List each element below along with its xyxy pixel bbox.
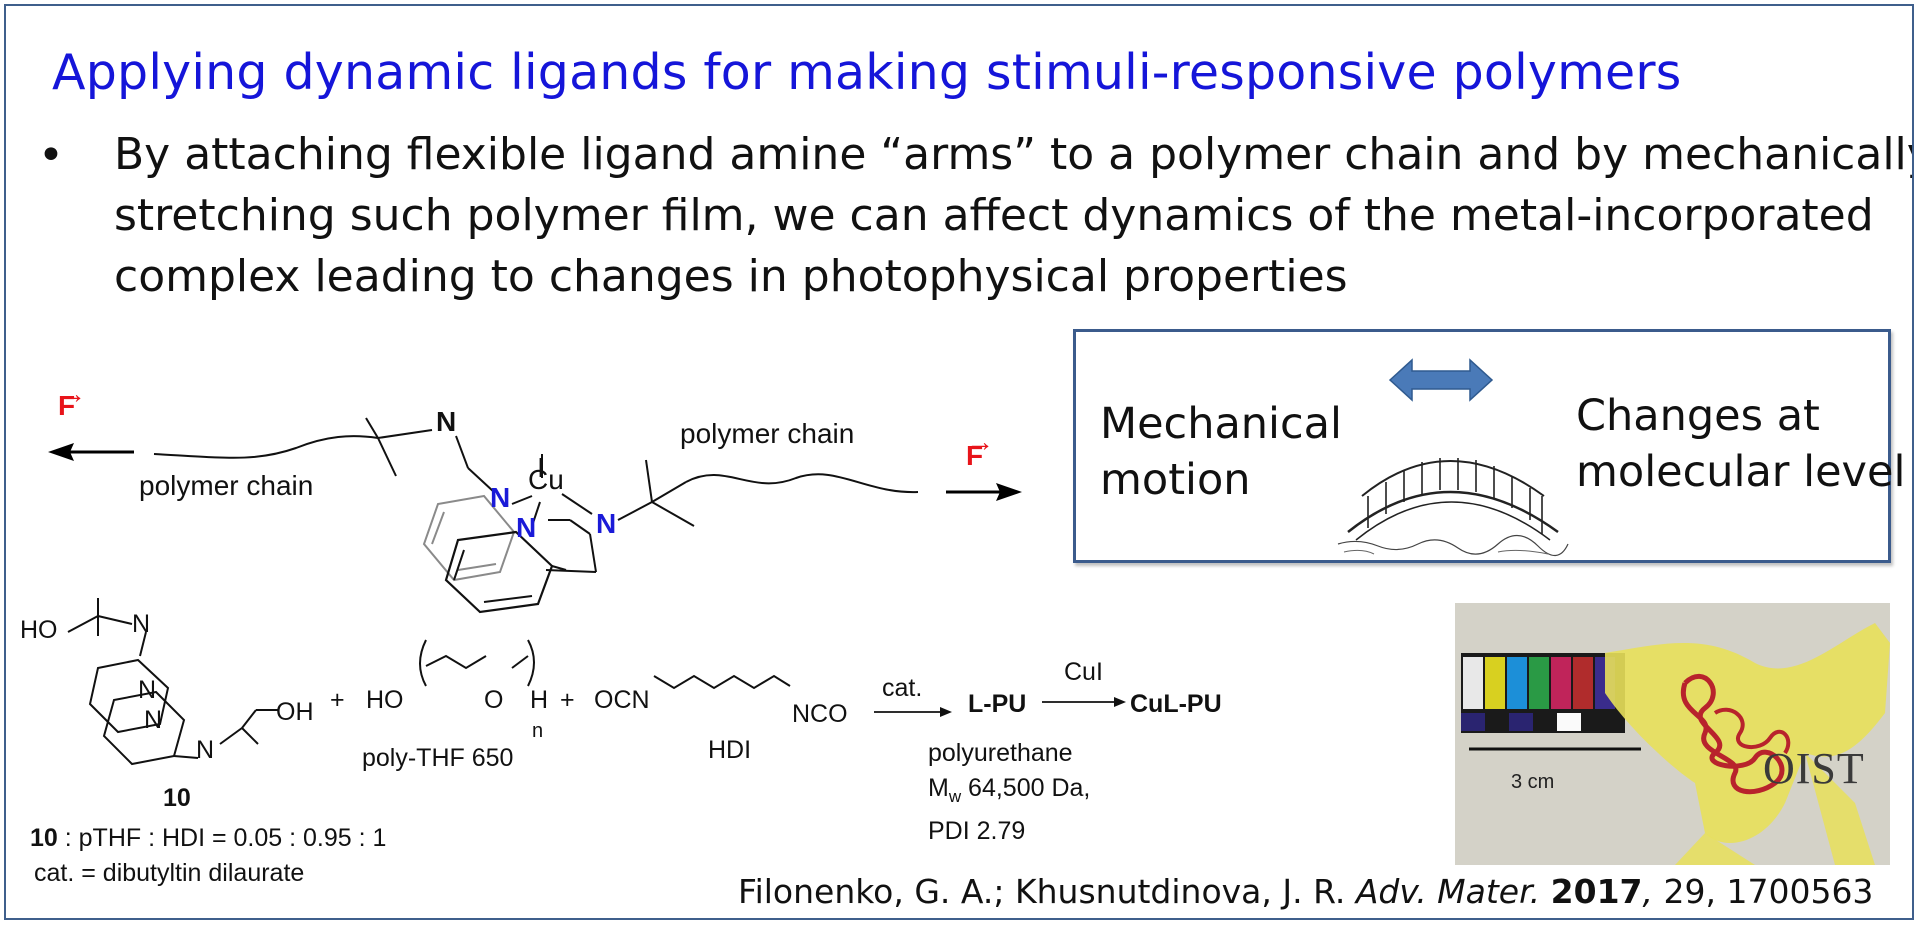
ratio-text: 10 : pTHF : HDI = 0.05 : 0.95 : 1	[30, 824, 386, 853]
slide: Applying dynamic ligands for making stim…	[4, 4, 1914, 920]
color-swatch	[1551, 657, 1571, 709]
polyurethane-label: polyurethane	[928, 739, 1073, 767]
citation-journal: Adv. Mater.	[1355, 872, 1541, 911]
color-swatch	[1507, 657, 1527, 709]
synthesis-structures	[67, 598, 1126, 766]
citation-year: 2017	[1550, 872, 1643, 911]
polymer-film-photo: 3 cm OIST	[1455, 603, 1890, 865]
culpu-label: CuL-PU	[1130, 690, 1222, 718]
force-arrow-glyph-right: →	[966, 426, 994, 457]
concept-box: Mechanical motion Changes at molecular l…	[1073, 329, 1905, 563]
concept-left-text: Mechanical motion	[1100, 396, 1342, 508]
hdi-ocn: OCN	[594, 686, 650, 714]
polymer-chain-label-right: polymer chain	[680, 418, 855, 449]
force-arrow-glyph-left: →	[58, 378, 86, 409]
double-arrow-icon	[1388, 358, 1494, 402]
concept-left-line-2: motion	[1100, 455, 1251, 505]
pthf-ho: HO	[366, 686, 404, 714]
slide-title: Applying dynamic ligands for making stim…	[52, 44, 1682, 101]
scale-label: 3 cm	[1511, 771, 1555, 793]
ratio-rest: : pTHF : HDI = 0.05 : 0.95 : 1	[57, 824, 387, 852]
compound-number: 10	[163, 784, 191, 812]
bullet-line-3: complex leading to changes in photophysi…	[114, 251, 1348, 302]
hdi-label: HDI	[708, 736, 752, 764]
plus-sign-2: +	[560, 686, 575, 714]
bridge-icon	[1337, 458, 1569, 557]
atom-copper: Cu	[528, 464, 564, 495]
lpu-label: L-PU	[968, 690, 1027, 718]
ligand-n-py2: N	[144, 706, 163, 734]
color-swatch	[1529, 657, 1549, 709]
atom-iodine: I	[537, 452, 545, 483]
cu-complex-structure	[48, 417, 1022, 614]
mw-prefix: M	[928, 774, 949, 802]
concept-right-line-1: Changes at	[1576, 391, 1820, 441]
ligand-n-py1: N	[138, 676, 157, 704]
ratio-bold: 10	[30, 824, 58, 852]
concept-right-text: Changes at molecular level	[1576, 388, 1905, 500]
color-swatch	[1485, 657, 1505, 709]
color-swatch	[1573, 657, 1593, 709]
citation-authors: Filonenko, G. A.; Khusnutdinova, J. R.	[738, 872, 1356, 911]
citation-details: 29, 1700563	[1653, 872, 1874, 911]
mw-line: Mw 64,500 Da,	[928, 771, 1090, 814]
atom-n-top: N	[436, 406, 457, 437]
cui-label: CuI	[1064, 658, 1103, 686]
force-label-right: F	[966, 440, 984, 471]
ligand-oh: OH	[276, 698, 314, 726]
atom-n-amine: N	[596, 508, 617, 539]
hdi-nco: NCO	[792, 700, 848, 728]
bullet-line-1: By attaching flexible ligand amine “arms…	[114, 129, 1914, 180]
ligand-n-amine: N	[196, 736, 215, 764]
ligand-ho: HO	[20, 616, 58, 644]
force-label-left: F	[58, 390, 76, 421]
bullet-line-2: stretching such polymer film, we can aff…	[114, 190, 1874, 241]
ligand-n-top: N	[132, 610, 151, 638]
pdi-label: PDI 2.79	[928, 817, 1026, 845]
catalyst-definition: cat. = dibutyltin dilaurate	[34, 859, 305, 887]
photo-illustration	[1455, 603, 1890, 865]
catalyst-label: cat.	[882, 674, 923, 702]
plus-sign-1: +	[330, 686, 345, 714]
atom-n-pyridine-back: N	[490, 482, 511, 513]
concept-left-line-1: Mechanical	[1100, 399, 1342, 449]
bullet-text: By attaching flexible ligand amine “arms…	[114, 124, 1914, 307]
oist-watermark: OIST	[1763, 744, 1865, 793]
concept-right-line-2: molecular level	[1576, 447, 1906, 497]
pthf-h: H	[530, 686, 549, 714]
atom-n-pyridine-front: N	[516, 512, 537, 543]
pthf-o: O	[484, 686, 504, 714]
polyurethane-info: polyurethane Mw 64,500 Da, PDI 2.79	[928, 736, 1090, 849]
bullet-marker: •	[38, 130, 64, 181]
pthf-label: poly-THF 650	[362, 744, 514, 772]
color-swatch	[1463, 657, 1483, 709]
citation: Filonenko, G. A.; Khusnutdinova, J. R. A…	[738, 872, 1873, 911]
pthf-n: n	[532, 720, 544, 742]
mw-value: 64,500 Da,	[961, 774, 1091, 802]
mw-sub: w	[948, 787, 962, 806]
citation-comma: ,	[1642, 872, 1654, 911]
polymer-chain-label-left: polymer chain	[139, 470, 314, 501]
